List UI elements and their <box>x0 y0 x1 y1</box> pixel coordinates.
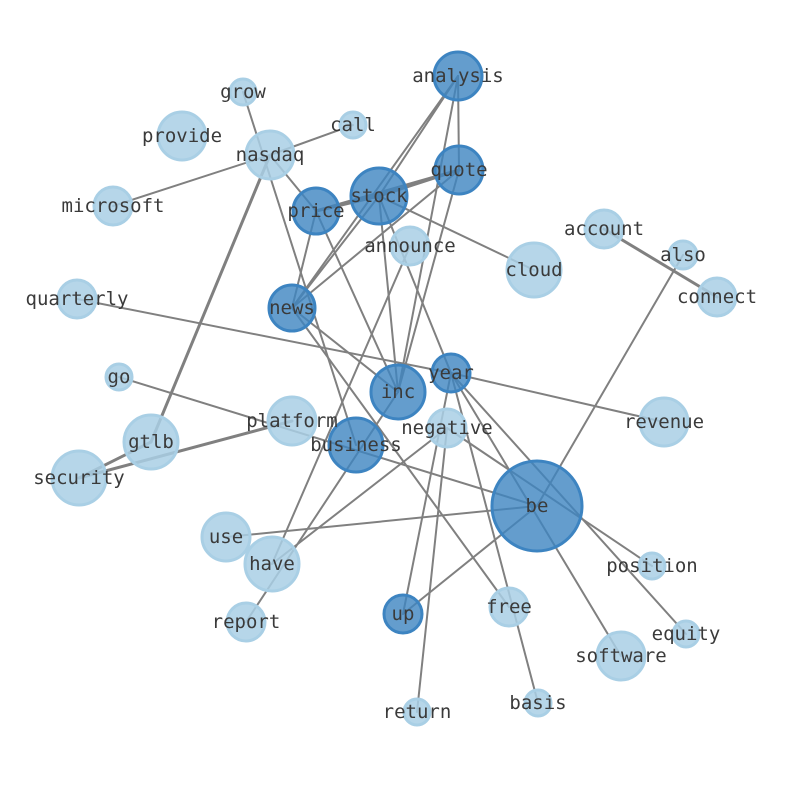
node-label-return: return <box>383 701 452 723</box>
edge-negative-have <box>271 427 448 565</box>
edge-quote-inc <box>397 169 460 393</box>
node-label-free: free <box>486 596 532 618</box>
node-label-basis: basis <box>509 692 566 714</box>
node-business[interactable] <box>327 416 385 474</box>
node-announce[interactable] <box>389 225 431 267</box>
node-account[interactable] <box>583 208 625 250</box>
node-label-position: position <box>606 555 698 577</box>
node-provide[interactable] <box>156 110 208 162</box>
node-label-inc: inc <box>381 381 415 403</box>
node-return[interactable] <box>402 697 432 727</box>
node-equity[interactable] <box>671 619 701 649</box>
edge-account-connect <box>602 227 719 299</box>
node-label-gtlb: gtlb <box>128 431 174 453</box>
node-label-nasdaq: nasdaq <box>236 144 305 166</box>
node-label-business: business <box>310 434 402 456</box>
node-label-go: go <box>108 366 131 388</box>
node-analysis[interactable] <box>432 50 484 102</box>
edge-use-be <box>225 505 538 538</box>
node-use[interactable] <box>200 511 252 563</box>
node-quote[interactable] <box>433 144 485 196</box>
node-label-cloud: cloud <box>505 259 562 281</box>
node-label-security: security <box>33 467 125 489</box>
node-go[interactable] <box>104 362 134 392</box>
edge-news-free <box>291 307 510 608</box>
edge-nasdaq-gtlb <box>149 153 272 444</box>
node-call[interactable] <box>338 110 368 140</box>
node-label-announce: announce <box>364 235 456 257</box>
node-report[interactable] <box>225 601 267 643</box>
node-label-provide: provide <box>142 125 222 147</box>
node-stock[interactable] <box>349 166 409 226</box>
node-label-use: use <box>209 526 243 548</box>
node-nasdaq[interactable] <box>244 129 296 181</box>
node-year[interactable] <box>430 352 472 394</box>
node-negative[interactable] <box>426 407 468 449</box>
edge-platform-security <box>77 419 294 480</box>
edge-announce-have <box>271 245 411 565</box>
node-label-price: price <box>287 200 344 222</box>
node-software[interactable] <box>595 630 647 682</box>
node-connect[interactable] <box>696 276 738 318</box>
node-label-news: news <box>269 297 315 319</box>
node-have[interactable] <box>243 535 301 593</box>
node-label-also: also <box>660 244 706 266</box>
node-label-grow: grow <box>220 81 266 103</box>
node-inc[interactable] <box>369 363 427 421</box>
edge-quote-news <box>291 169 460 309</box>
node-cloud[interactable] <box>505 241 563 299</box>
node-basis[interactable] <box>523 688 553 718</box>
node-label-have: have <box>249 553 295 575</box>
node-label-microsoft: microsoft <box>62 195 165 217</box>
node-label-quarterly: quarterly <box>26 288 129 310</box>
node-price[interactable] <box>291 186 341 236</box>
edge-negative-return <box>416 427 448 713</box>
node-up[interactable] <box>382 593 424 635</box>
node-label-software: software <box>575 645 667 667</box>
edge-stock-year <box>378 195 452 374</box>
edge-price-inc <box>315 210 399 393</box>
node-news[interactable] <box>267 283 317 333</box>
label-layer: analysis grow call provide nasdaq quote stock m… <box>26 65 758 723</box>
node-also[interactable] <box>667 239 699 271</box>
edge-analysis-inc <box>397 75 459 393</box>
node-quarterly[interactable] <box>56 278 98 320</box>
node-microsoft[interactable] <box>92 185 134 227</box>
node-label-be: be <box>526 495 549 517</box>
node-label-quote: quote <box>430 159 487 181</box>
node-label-analysis: analysis <box>412 65 504 87</box>
node-position[interactable] <box>637 551 667 581</box>
node-label-equity: equity <box>652 623 721 645</box>
node-layer <box>50 50 738 727</box>
node-security[interactable] <box>50 449 108 507</box>
node-grow[interactable] <box>228 77 258 107</box>
node-label-platform: platform <box>246 410 338 432</box>
node-label-connect: connect <box>677 286 757 308</box>
node-label-year: year <box>428 362 474 384</box>
node-be[interactable] <box>490 459 584 553</box>
node-label-up: up <box>392 603 415 625</box>
edge-year-revenue <box>450 372 665 423</box>
node-label-negative: negative <box>401 417 493 439</box>
node-label-stock: stock <box>350 185 408 207</box>
node-label-call: call <box>330 114 376 136</box>
edge-nasdaq-microsoft <box>112 154 271 207</box>
edge-quarterly-year <box>76 298 452 374</box>
node-free[interactable] <box>488 586 530 628</box>
node-label-report: report <box>212 611 281 633</box>
node-label-revenue: revenue <box>624 411 704 433</box>
node-label-account: account <box>564 218 644 240</box>
node-revenue[interactable] <box>638 396 690 448</box>
node-platform[interactable] <box>266 395 318 447</box>
edge-also-be <box>536 254 684 507</box>
node-gtlb[interactable] <box>122 413 180 471</box>
